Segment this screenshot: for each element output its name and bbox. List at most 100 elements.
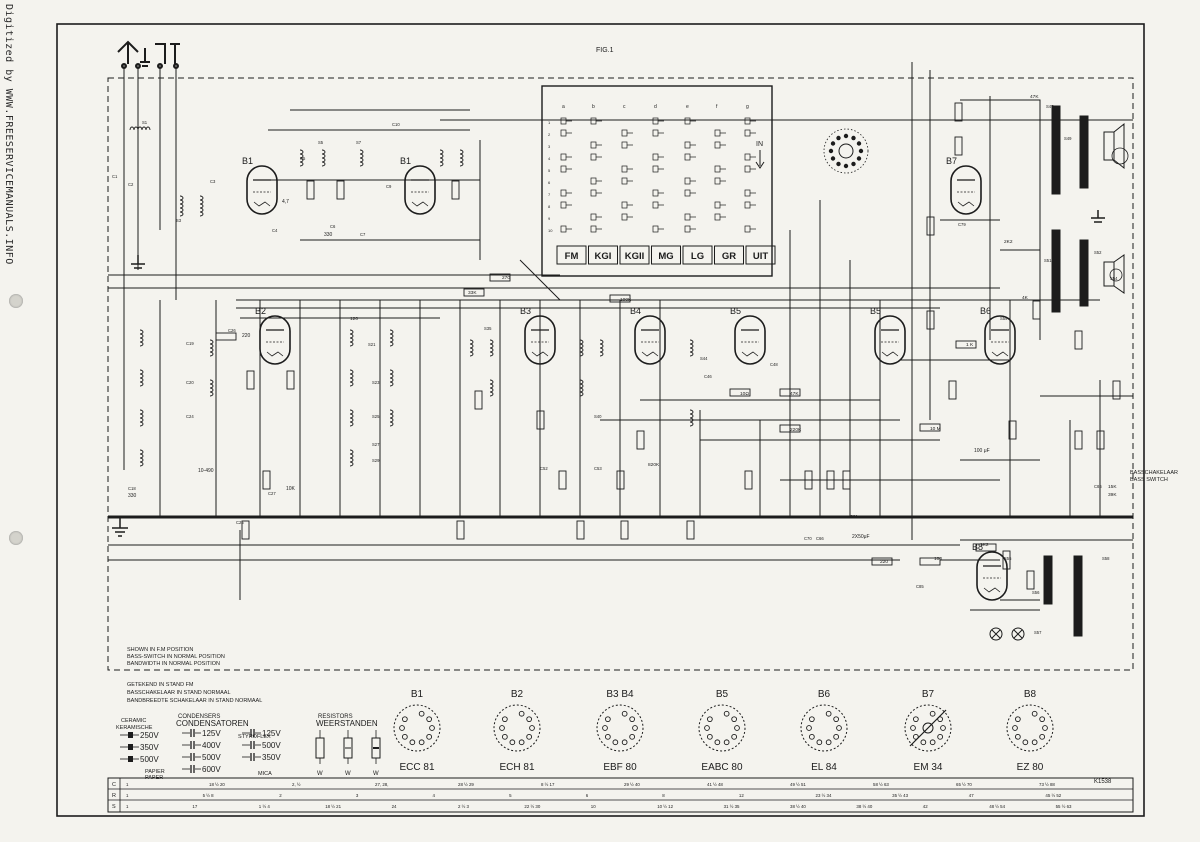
capacitor-ref-label: C86: [1094, 484, 1102, 489]
resistor-value-label: 1 K: [966, 342, 974, 348]
switch-contact: [744, 201, 751, 209]
schematic-tube: B1: [242, 156, 278, 215]
table-cell: 31 ½ 35: [724, 804, 740, 809]
switch-contact: [714, 201, 721, 209]
resistor-body: [975, 543, 997, 552]
table-cell: 6: [586, 793, 589, 798]
switch-contact: [621, 165, 628, 173]
table-cell: 45 ½ 52: [1045, 793, 1061, 798]
resistor-body: [576, 520, 585, 540]
schematic-tube: B1: [400, 156, 436, 215]
table-cell: 55 ½ 63: [1056, 804, 1072, 809]
coil-winding: [299, 149, 304, 167]
bass-switch-en: BASS SWITCH: [1130, 477, 1168, 483]
tube-base-ref: B3 B4: [606, 689, 634, 700]
legend-keramische: KERAMISCHE: [116, 725, 153, 731]
switch-button-uit: UIT: [745, 245, 776, 265]
switch-contact: [590, 153, 597, 161]
table-cell: 28 ½ 29: [458, 782, 474, 787]
switch-contact: [590, 225, 597, 233]
capacitor-ref-label: C66: [816, 536, 824, 541]
chassis-dashed-boundary: [107, 77, 1134, 671]
switch-row-number: 2: [548, 132, 551, 137]
legend-capacitor-symbol: [182, 753, 201, 761]
switch-contact: [684, 189, 691, 197]
coil-ref-label: S56: [1032, 590, 1040, 595]
switch-row-number: 7: [548, 192, 551, 197]
legend-styroflex-voltage: 350V: [262, 753, 281, 762]
switch-contact: [560, 153, 567, 161]
resistor-body: [919, 423, 941, 432]
switch-column-letter: c: [623, 104, 626, 110]
switch-contact: [560, 165, 567, 173]
switch-contact: [652, 117, 659, 125]
resistor-value-label: 33K: [468, 290, 477, 296]
notes-block: SHOWN IN F.M POSITION BASS-SWITCH IN NOR…: [127, 647, 262, 704]
legend-condensatoren: CONDENSATOREN: [176, 719, 249, 728]
resistor-body: [1032, 300, 1041, 320]
coil-winding: [439, 149, 444, 167]
resistor-value-label: 270: [502, 275, 510, 281]
switch-contact: [621, 177, 628, 185]
ground-symbols: [112, 210, 1105, 537]
switch-contact: [684, 153, 691, 161]
capacitor-ref-label: C53: [594, 466, 602, 471]
tuning-indicator-socket: [823, 128, 869, 174]
legend-resistor-symbol: [343, 730, 353, 764]
coil-ref-label: S35: [484, 326, 492, 331]
capacitor-ref-label: C85: [916, 584, 924, 589]
component-value-label: 220: [242, 333, 251, 339]
schematic-tube: B4: [630, 306, 666, 365]
table-cell: 8 ½ 17: [541, 782, 555, 787]
legend-capacitor-symbol: [242, 741, 261, 749]
switch-button-label: LG: [691, 251, 704, 262]
switch-contact: [590, 189, 597, 197]
capacitor-legend: CERAMIC KERAMISCHE CONDENSERS CONDENSATO…: [116, 714, 381, 781]
component-value-label: 330: [324, 232, 333, 238]
switch-contact: [684, 141, 691, 149]
coil-winding: [389, 409, 394, 427]
tube-base-type: EL 84: [811, 762, 837, 773]
schematic-tube: B7: [946, 156, 982, 215]
schematic-tube: B6: [980, 306, 1016, 365]
table-cell: 47: [969, 793, 974, 798]
capacitor-ref-label: C46: [704, 374, 712, 379]
switch-contact: [744, 129, 751, 137]
legend-capacitor-symbol: [182, 729, 201, 737]
switch-contact: [560, 225, 567, 233]
resistor-body: [926, 216, 935, 236]
coil-ref-label: S25: [372, 414, 380, 419]
schematic-tube: B8: [972, 542, 1008, 601]
table-cell: 2: [279, 793, 282, 798]
resistor-body: [463, 288, 485, 297]
coil-winding: [209, 339, 214, 357]
switch-column-letter: d: [654, 104, 657, 110]
switch-button-label: KGI: [595, 251, 612, 262]
switch-contact: [744, 189, 751, 197]
capacitor-ref-label: C9: [386, 184, 392, 189]
table-cell: 73 ½ 88: [1039, 782, 1055, 787]
coil-ref-label: S47: [1046, 104, 1054, 109]
coil-winding: [321, 149, 326, 167]
switch-contact: [590, 117, 597, 125]
note-en-1: SHOWN IN F.M POSITION: [127, 647, 193, 653]
legend-resistor-symbol: [315, 730, 325, 764]
resistor-body: [215, 332, 237, 341]
coil-winding: [349, 409, 354, 427]
table-cell: 41 ½ 48: [707, 782, 723, 787]
wire: [960, 99, 1041, 340]
component-value-label: 2X50μF: [852, 534, 870, 540]
coil-ref-label: S44: [700, 356, 708, 361]
switch-column-letter: e: [686, 104, 689, 110]
switch-row-number: 9: [548, 216, 551, 221]
legend-resistor-watt: W: [373, 771, 379, 777]
coil-ref-label: S29: [372, 458, 380, 463]
resistor-body: [779, 424, 801, 433]
switch-contact: [560, 201, 567, 209]
legend-ceramic-voltage: 350V: [140, 743, 159, 752]
switch-row-number: 4: [548, 156, 551, 161]
legend-capacitor-symbol: [182, 741, 201, 749]
